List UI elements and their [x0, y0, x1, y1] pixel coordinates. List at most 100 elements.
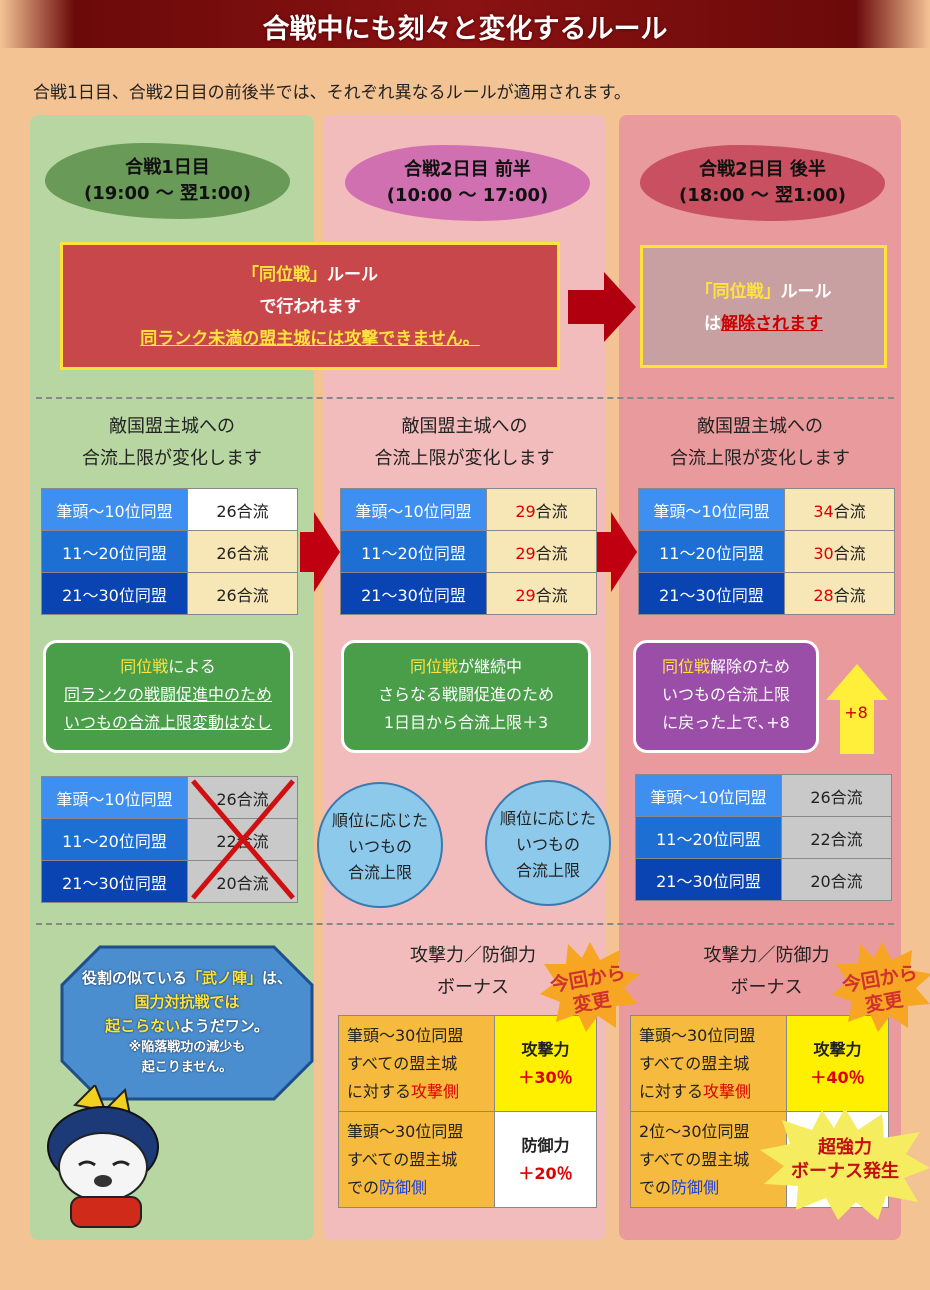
limit-cell: 20合流: [781, 858, 892, 901]
text: 防御側: [379, 1177, 428, 1197]
table-row: 筆頭〜30位同盟すべての盟主城に対する攻撃側 攻撃力＋40％: [630, 1015, 889, 1112]
rule-restriction: 同ランク未満の盟主城には攻撃できません。: [140, 329, 480, 349]
text: に戻った上で､+8: [662, 713, 790, 732]
rank-cell: 11〜20位同盟: [638, 530, 785, 573]
text: 合流上限: [515, 861, 580, 880]
column-name: 合戦1日目: [125, 157, 210, 178]
text: は、: [262, 969, 293, 987]
section-heading: 敵国盟主城への合流上限が変化します: [619, 411, 901, 475]
rank-cell: 筆頭〜10位同盟: [41, 776, 188, 819]
text: 20: [216, 873, 237, 893]
normal-limit-circle: 順位に応じたいつもの合流上限: [485, 780, 611, 906]
text: すべての盟主城: [347, 1149, 458, 1169]
text: さらなる戦闘促進のため: [377, 685, 554, 704]
day1-header: 合戦1日目(19:00 〜 翌1:00): [45, 143, 290, 219]
rule-name: 「同位戦」: [242, 265, 327, 285]
rank-cell: 11〜20位同盟: [41, 818, 188, 861]
arrow-right-icon: [597, 512, 637, 592]
limit-cell: 29合流: [486, 488, 597, 531]
title-banner: 合戦中にも刻々と変化するルール: [0, 0, 930, 48]
bonus-table-day2a: 筆頭〜30位同盟すべての盟主城に対する攻撃側 攻撃力＋30％ 筆頭〜30位同盟す…: [338, 1015, 597, 1208]
limit-cell: 34合流: [784, 488, 895, 531]
text: 2位〜30位同盟: [639, 1121, 750, 1141]
column-name: 合戦2日目 後半: [699, 159, 826, 180]
attack-bonus: 攻撃力＋30％: [494, 1015, 597, 1112]
text: 合流: [535, 501, 568, 521]
attack-condition: 筆頭〜30位同盟すべての盟主城に対する攻撃側: [338, 1015, 495, 1112]
text: 22: [216, 831, 237, 851]
divider: [36, 397, 894, 399]
text: ボーナス発生: [791, 1161, 899, 1182]
text: に対する: [639, 1081, 704, 1101]
text: ボーナス: [730, 977, 803, 998]
rank-cell: 11〜20位同盟: [635, 816, 782, 859]
rank-cell: 21〜30位同盟: [340, 572, 487, 615]
text: での: [639, 1177, 672, 1197]
attack-bonus: 攻撃力＋40％: [786, 1015, 889, 1112]
text: 起こりません。: [141, 1060, 233, 1075]
limit-cell: 26合流: [781, 774, 892, 817]
text: 防御力: [521, 1135, 570, 1155]
text: 同ランクの戦闘促進中のため: [63, 685, 272, 704]
rank-cell: 21〜30位同盟: [41, 572, 188, 615]
arrow-right-icon: [300, 512, 340, 592]
table-row: 筆頭〜30位同盟すべての盟主城に対する攻撃側 攻撃力＋30％: [338, 1015, 597, 1112]
text: 合流: [236, 789, 269, 809]
text: 合流: [833, 585, 866, 605]
rule-text: ルール: [780, 282, 832, 302]
text: 攻撃力: [813, 1039, 862, 1059]
heading-line: 合流上限が変化します: [670, 448, 850, 469]
text: 筆頭〜30位同盟: [639, 1025, 756, 1045]
text: 29: [515, 501, 536, 521]
rank-cell: 11〜20位同盟: [41, 530, 188, 573]
rank-cell: 21〜30位同盟: [41, 860, 188, 903]
starburst-icon: [540, 942, 640, 1032]
text: 国力対抗戦では: [134, 993, 240, 1011]
defense-condition: 筆頭〜30位同盟すべての盟主城での防御側: [338, 1111, 495, 1208]
text: 20: [810, 871, 831, 891]
text: 34: [813, 501, 834, 521]
text: 超強力: [818, 1137, 872, 1158]
rank-cell: 21〜30位同盟: [638, 572, 785, 615]
limit-cell: 29合流: [486, 530, 597, 573]
day2b-header: 合戦2日目 後半(18:00 〜 翌1:00): [640, 145, 885, 221]
text: いつもの合流上限変動はなし: [63, 713, 272, 732]
text: 合流: [236, 585, 269, 605]
heading-line: 合流上限が変化します: [374, 448, 555, 469]
text: 29: [515, 543, 536, 563]
text: 解除のため: [710, 657, 791, 676]
bonus-heading: 攻撃力／防御力ボーナス: [619, 940, 914, 1004]
text: での: [347, 1177, 380, 1197]
text: に対する: [347, 1081, 412, 1101]
text: 合流: [236, 873, 269, 893]
mascot-speech: 役割の似ている「武ノ陣」は、 国力対抗戦では 起こらないようだワン。 ※陥落戦功…: [62, 966, 312, 1078]
defense-condition: 2位〜30位同盟すべての盟主城での防御側: [630, 1111, 787, 1208]
text: 合流: [236, 501, 269, 521]
heading-line: 敵国盟主城への: [401, 416, 528, 437]
heading-line: 敵国盟主城への: [697, 416, 823, 437]
plus-eight-label: +8: [844, 703, 868, 722]
table-row: 21〜30位同盟 20合流: [41, 860, 298, 903]
limit-cell: 26合流: [187, 488, 298, 531]
limit-cell: 28合流: [784, 572, 895, 615]
rank-cell: 21〜30位同盟: [635, 858, 782, 901]
limit-cell: 26合流: [187, 572, 298, 615]
rank-cell: 筆頭〜10位同盟: [41, 488, 188, 531]
intro-text: 合戦1日目、合戦2日目の前後半では、それぞれ異なるルールが適用されます。: [33, 83, 631, 103]
text: 26: [216, 585, 237, 605]
text: が継続中: [458, 657, 523, 676]
page-title: 合戦中にも刻々と変化するルール: [262, 14, 668, 45]
limit-cell: 29合流: [486, 572, 597, 615]
rule-text: で行われます: [259, 297, 361, 317]
arrow-right-icon: [568, 272, 636, 342]
